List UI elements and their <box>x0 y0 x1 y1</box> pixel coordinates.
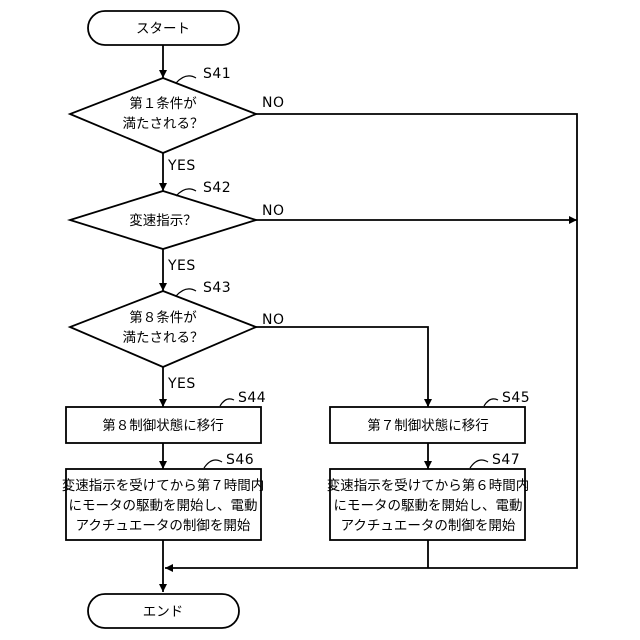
process-s47-line3: アクチュエータの制御を開始 <box>341 518 516 534</box>
process-s44: 第８制御状態に移行 S44 <box>66 390 266 443</box>
start-label: スタート <box>136 21 190 37</box>
process-s47-line1: 変速指示を受けてから第６時間内 <box>327 477 530 494</box>
end-terminal: エンド <box>88 594 239 628</box>
decision-s42: 変速指示？ S42 <box>70 180 256 249</box>
process-s46-line1: 変速指示を受けてから第７時間内 <box>62 477 265 494</box>
no-label-s41: NO <box>262 95 285 111</box>
yes-label-s42: YES <box>167 258 196 274</box>
step-id-s45: S45 <box>502 390 530 406</box>
step-id-s42: S42 <box>203 180 231 196</box>
decision-s43: 第８条件が 満たされる？ S43 <box>70 280 256 367</box>
process-s45: 第７制御状態に移行 S45 <box>330 390 530 443</box>
process-s46-line2: にモータの駆動を開始し、電動 <box>69 498 258 514</box>
yes-label-s43: YES <box>167 376 196 392</box>
process-s45-text: 第７制御状態に移行 <box>367 417 489 434</box>
yes-label-s41: YES <box>167 158 196 174</box>
decision-s43-line1: 第８条件が <box>129 309 197 326</box>
process-s44-text: 第８制御状態に移行 <box>102 417 224 434</box>
step-id-s47: S47 <box>492 452 520 468</box>
step-id-s46: S46 <box>226 452 254 468</box>
end-label: エンド <box>143 604 184 620</box>
process-s47-line2: にモータの駆動を開始し、電動 <box>334 498 523 514</box>
process-s46-line3: アクチュエータの制御を開始 <box>76 518 251 534</box>
decision-s41: 第１条件が 満たされる？ S41 <box>70 66 256 153</box>
decision-s41-line1: 第１条件が <box>129 95 197 112</box>
start-terminal: スタート <box>88 11 239 45</box>
no-label-s42: NO <box>262 203 285 219</box>
step-id-s41: S41 <box>203 66 231 82</box>
step-id-s43: S43 <box>203 280 231 296</box>
no-label-s43: NO <box>262 312 285 328</box>
decision-s42-text: 変速指示？ <box>129 212 197 229</box>
step-id-s44: S44 <box>238 390 266 406</box>
decision-s41-line2: 満たされる？ <box>123 116 204 132</box>
decision-s43-line2: 満たされる？ <box>123 330 204 346</box>
